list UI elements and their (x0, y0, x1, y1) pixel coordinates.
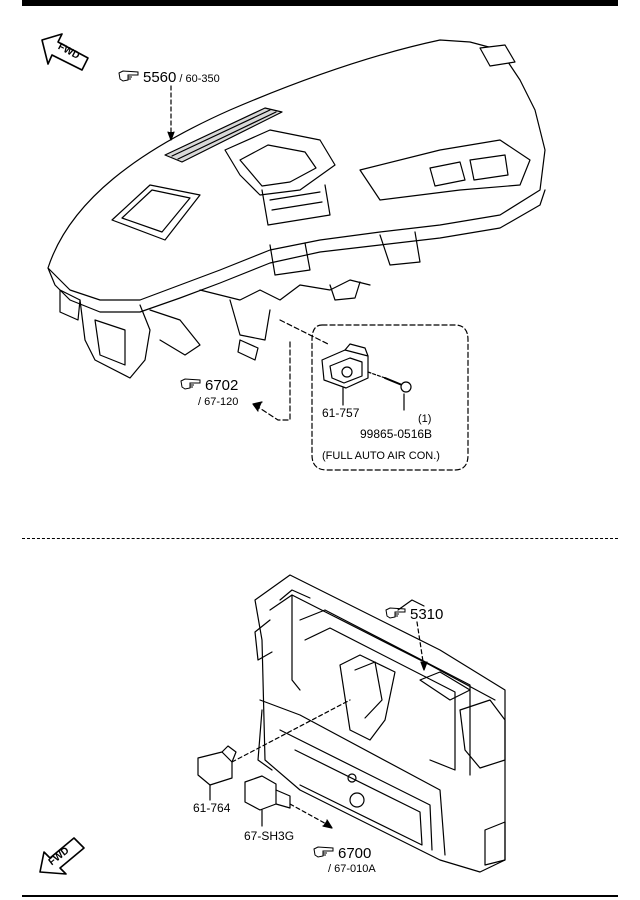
ref-harness-num: 6700 (338, 845, 372, 862)
fwd-arrow-icon (39, 837, 85, 875)
part-sensor-61-757[interactable]: 61-757 (322, 406, 360, 420)
pointing-hand-icon (385, 607, 406, 619)
fwd-arrow-icon (41, 33, 89, 71)
pointing-hand-icon (118, 70, 139, 82)
ref-dashboard[interactable]: 5560 / 60-350 (118, 70, 220, 85)
ref-wiring-page: / 67-120 (198, 396, 239, 408)
top-border (22, 0, 618, 6)
part-sensor-61-764[interactable]: 61-764 (193, 801, 231, 815)
part-connector-67-SH3G[interactable]: 67-SH3G (244, 829, 295, 843)
section-divider (22, 538, 618, 539)
dashboard-panel (47, 39, 546, 379)
ref-dashboard-num: 5560 (143, 69, 177, 86)
ref-harness-page: / 67-010A (328, 863, 376, 875)
pointing-hand-icon (180, 378, 201, 390)
ref-wiring[interactable]: 6702 (180, 378, 238, 393)
connector-67-SH3G (244, 775, 291, 827)
ref-frame-num: 5310 (410, 606, 444, 623)
detail-callout-box (311, 324, 469, 471)
bottom-border (22, 895, 618, 897)
applicability-note: (FULL AUTO AIR CON.) (322, 450, 440, 462)
sensor-61-757 (321, 343, 369, 406)
ref-harness[interactable]: 6700 (313, 846, 371, 861)
screw-99865-0516B (384, 377, 412, 411)
part-screw-99865-0516B[interactable]: 99865-0516B (360, 427, 433, 441)
instrument-panel-frame (254, 574, 506, 873)
screw-quantity: (1) (418, 413, 432, 425)
ref-wiring-num: 6702 (205, 377, 239, 394)
pointing-hand-icon (313, 846, 334, 858)
ref-dashboard-page: / 60-350 (179, 73, 220, 85)
ref-frame[interactable]: 5310 (385, 607, 443, 622)
sensor-61-764 (197, 745, 237, 801)
